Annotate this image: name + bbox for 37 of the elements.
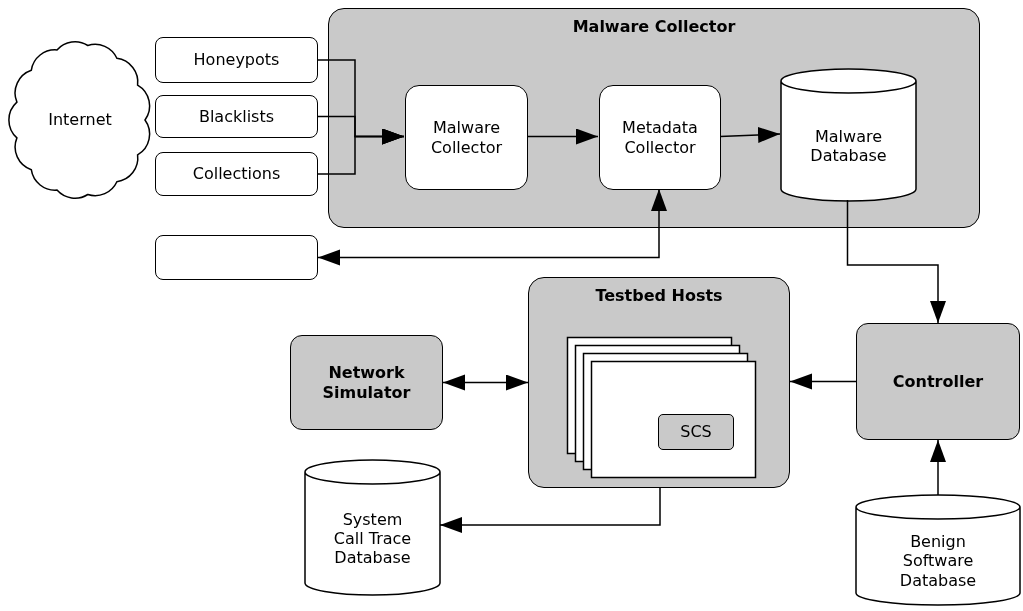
component-box	[658, 414, 734, 450]
node-label: Malware Database	[809, 126, 888, 166]
empty-box	[155, 235, 318, 280]
arrow	[930, 439, 946, 496]
node-label: System Call Trace Database	[332, 509, 413, 568]
node-label: Benign Software Database	[898, 532, 978, 590]
group-panel	[528, 277, 790, 488]
process-box	[405, 85, 528, 190]
node-label: Network Simulator	[321, 363, 412, 402]
arrow	[846, 199, 946, 324]
arrow	[789, 373, 857, 390]
component-box	[856, 323, 1020, 440]
arrow	[317, 128, 405, 175]
arrow	[442, 374, 529, 391]
arrow	[526, 128, 599, 145]
group-title: Malware Collector	[572, 17, 736, 37]
database-cylinder	[856, 495, 1020, 605]
process-box	[155, 95, 318, 138]
node-label: Honeypots	[193, 50, 280, 70]
process-box	[599, 85, 721, 190]
node-label: SCS	[680, 422, 712, 442]
node-label: Internet	[48, 110, 112, 130]
database-cylinder	[781, 69, 916, 201]
process-box	[155, 37, 318, 83]
node-label: Blacklists	[198, 106, 275, 127]
node-label: Controller	[892, 371, 984, 392]
process-box	[155, 152, 318, 196]
component-box	[290, 335, 443, 430]
node-label: Collections	[192, 164, 281, 184]
group-title: Testbed Hosts	[595, 286, 723, 306]
node-label: Metadata Collector	[621, 118, 699, 157]
group-panel	[328, 8, 980, 228]
database-cylinder	[305, 460, 440, 595]
arrow	[317, 188, 667, 266]
arrow	[439, 487, 661, 533]
arrow	[719, 126, 781, 143]
node-label: Malware Collector	[429, 118, 504, 157]
